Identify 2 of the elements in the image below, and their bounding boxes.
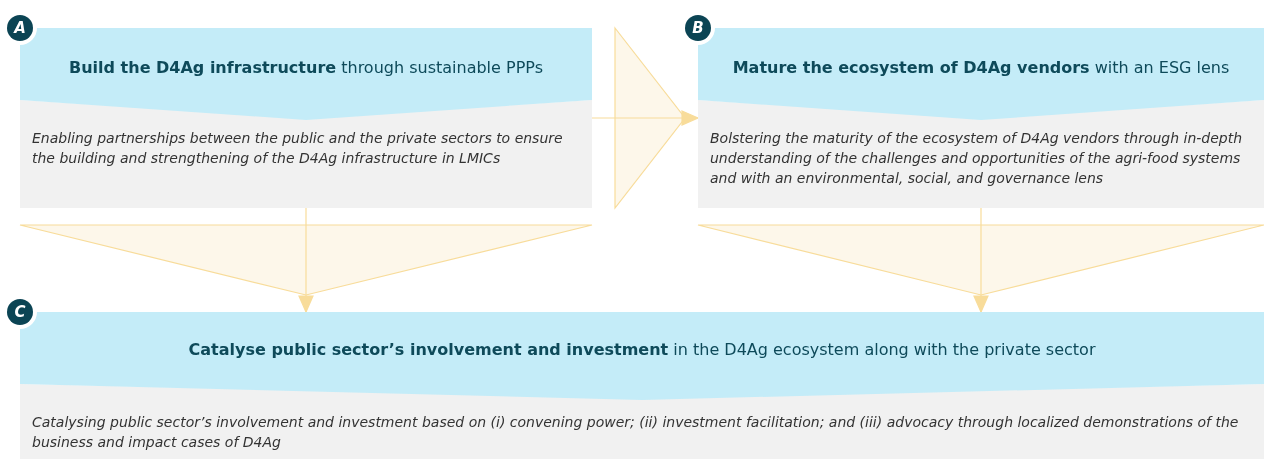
description-text: Enabling partnerships between the public and the private sectors to ensure the building and strengthening of the D4Ag infrastructure in LMICs (20, 100, 592, 208)
description-text: Bolstering the maturity of the ecosystem of D4Ag vendors through in-depth understanding of the challenges and opportunities of the agri-food systems and with an environmental, social, and governance lens (698, 100, 1264, 208)
